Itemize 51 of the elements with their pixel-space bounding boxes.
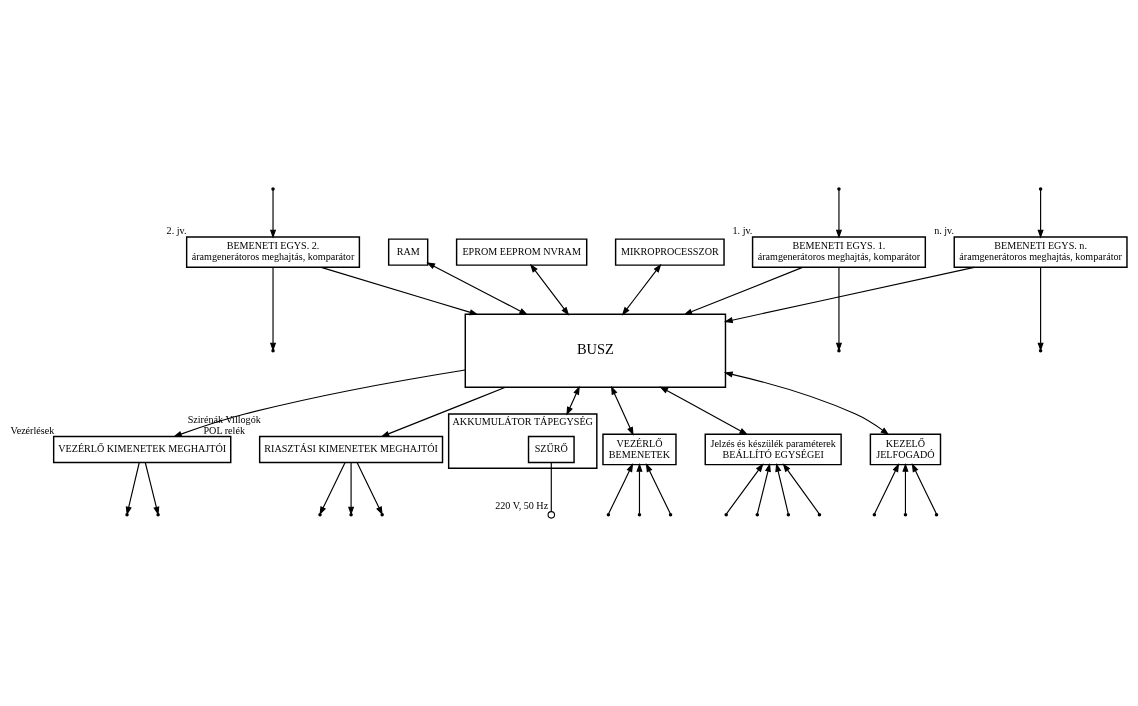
arrow (173, 369, 466, 437)
node-box: EPROM EEPROM NVRAM (455, 238, 588, 266)
node-box: BEMENETI EGYS. 2. áramgenerátoros meghajtás, komparátor (185, 236, 361, 269)
arrow (621, 263, 662, 316)
node-box: VEZÉRLŐ BEMENETEK (602, 433, 677, 466)
node-label: 2. jv. (166, 225, 187, 237)
arrow (873, 463, 900, 515)
node-label: 1. jv. (732, 225, 753, 237)
arrow (529, 263, 570, 316)
arrow (380, 386, 507, 437)
arrow (659, 386, 749, 436)
node-label: 220 V, 50 Hz (495, 499, 549, 511)
arrow (607, 463, 634, 515)
arrow (566, 385, 580, 416)
arrow (269, 266, 277, 352)
arrow (320, 266, 479, 316)
node-label: POL relék (203, 424, 245, 436)
arrow (723, 371, 890, 436)
node-box: RAM (387, 238, 429, 266)
arrow (835, 189, 843, 239)
arrow (1037, 189, 1044, 239)
arrow (269, 189, 277, 239)
node-box: MIKROPROCESSZOR (614, 238, 725, 266)
node-box: SZŰRŐ (527, 435, 575, 464)
node-box: BEMENETI EGYS. n. áramgenerátoros meghajtás, komparátor (953, 236, 1128, 269)
arrow (756, 462, 771, 515)
arrow (645, 463, 671, 515)
node-label: Vezérlések (10, 424, 55, 436)
arrow (636, 462, 643, 515)
node-circle (547, 511, 556, 519)
node-label: n. jv. (934, 225, 955, 237)
arrow (610, 385, 634, 436)
arrow (426, 262, 529, 316)
node-box: VEZÉRLŐ KIMENETEK MEGHAJTÓI (52, 435, 232, 464)
node-box: BEMENETI EGYS. 1. áramgenerátoros meghajtás, komparátor (751, 236, 927, 269)
arrow (725, 463, 764, 515)
arrow (1037, 266, 1044, 352)
node-label: Szirénák Villogók (187, 413, 261, 425)
arrow (775, 462, 789, 515)
arrow (902, 462, 909, 515)
arrow (782, 463, 820, 515)
arrow (125, 461, 140, 516)
node-box: Jelzés és készülék paraméterek BEÁLLÍTÓ EGYSÉGEI (704, 433, 842, 466)
node-box: RIASZTÁSI KIMENETEK MEGHAJTÓI (258, 435, 444, 464)
node-box: KEZELŐ JELFOGADÓ (869, 433, 942, 466)
arrow (683, 266, 804, 315)
arrow (319, 461, 346, 516)
arrow (723, 266, 975, 324)
connector (550, 461, 552, 513)
arrow (911, 463, 937, 515)
node-box: BUSZ (464, 313, 727, 388)
